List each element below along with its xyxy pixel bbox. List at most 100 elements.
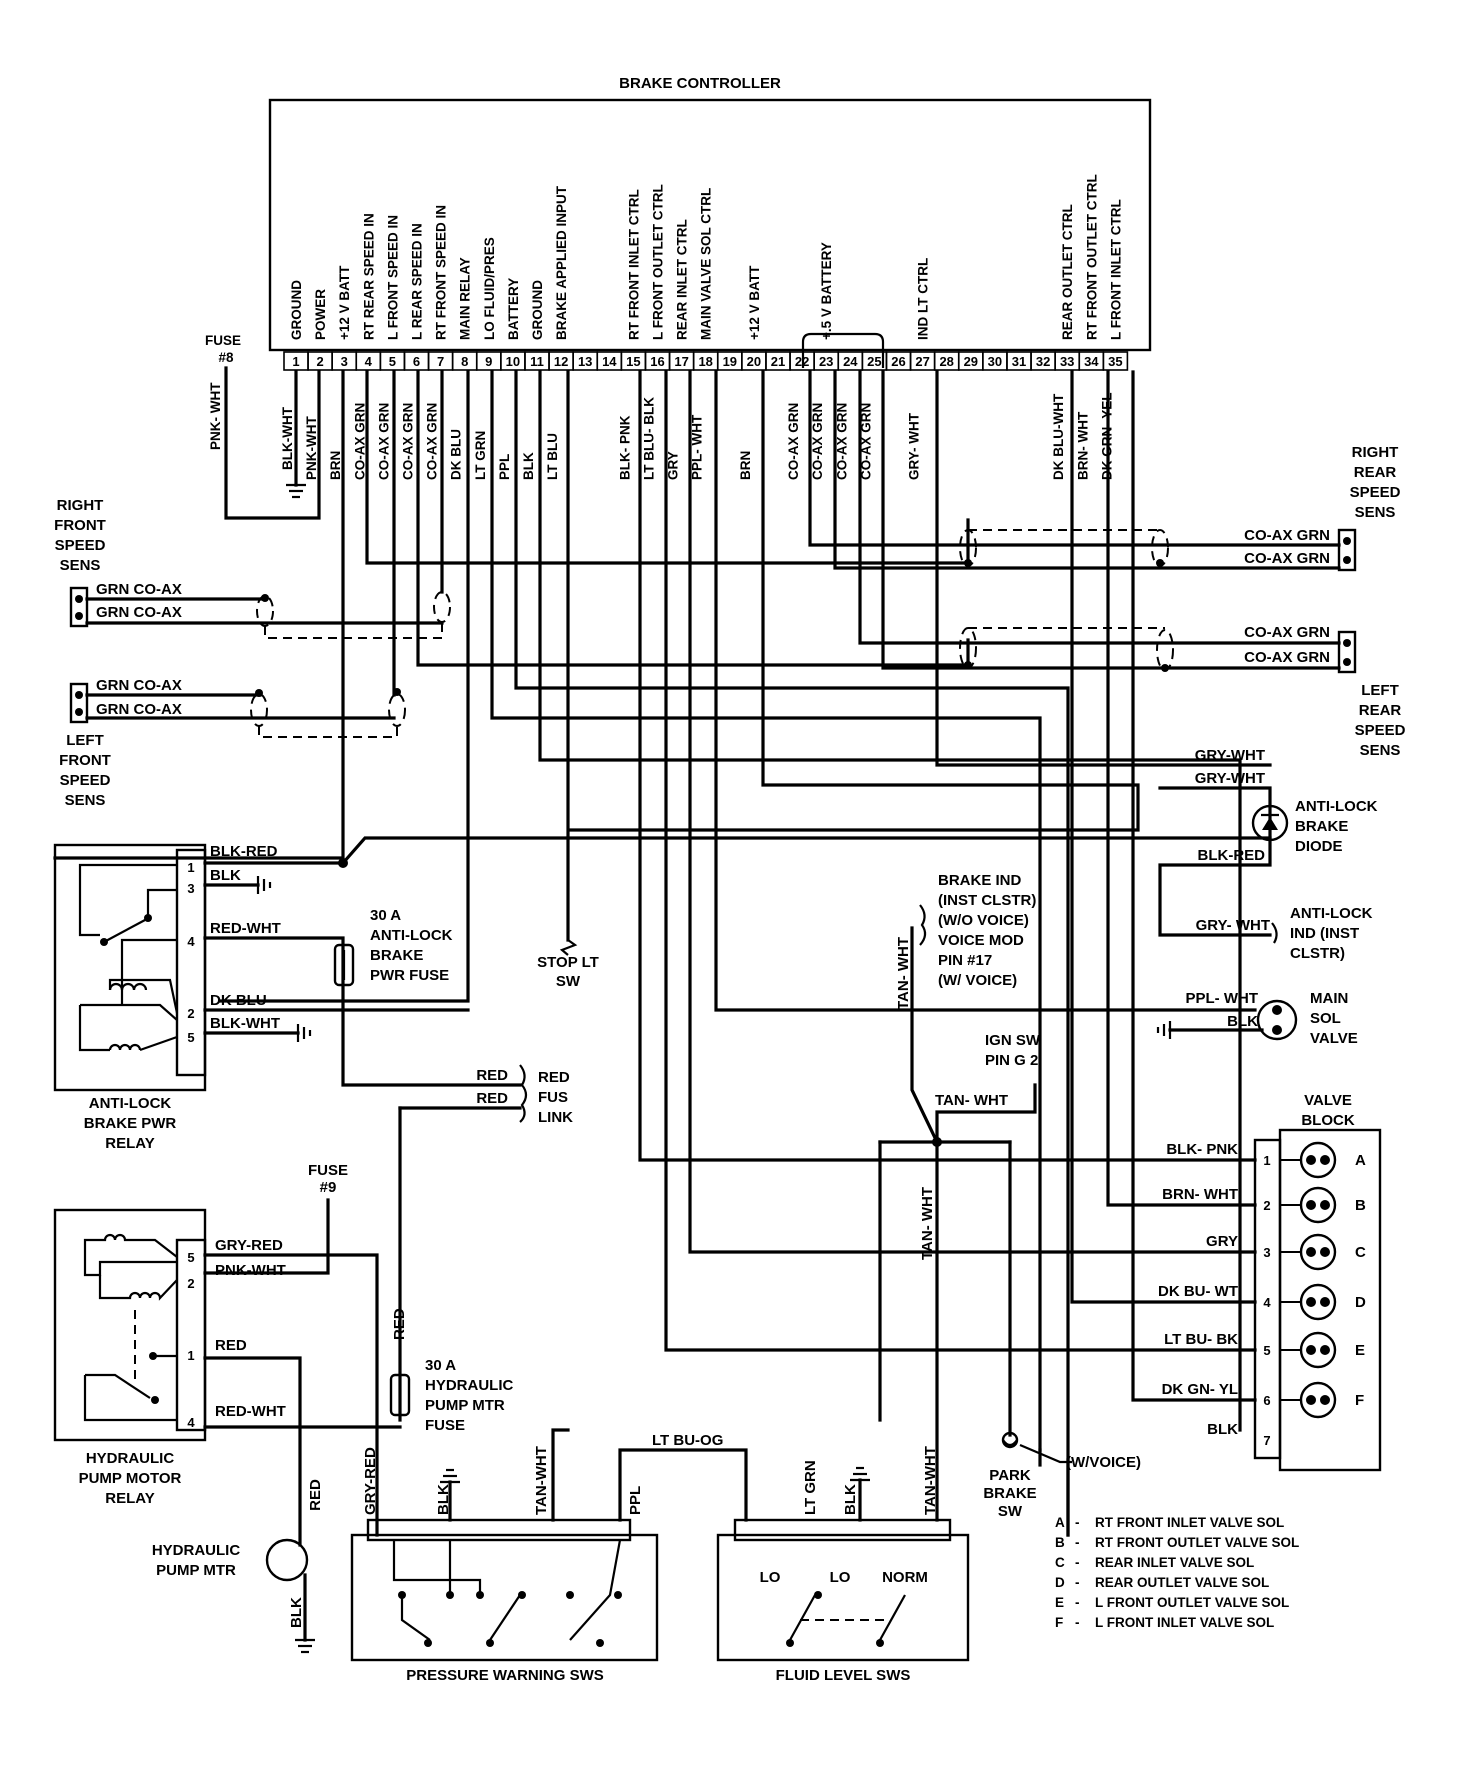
valve-block-connector [1253,1138,1282,1460]
pump-red-label: RED [307,1479,324,1511]
antilock-fuse-icon [333,943,355,987]
fuse9-label: FUSE [308,1162,348,1179]
wire-coax-pin24 [858,370,1341,645]
svg-text:CO-AX GRN: CO-AX GRN [1244,527,1330,544]
svg-text:DK BLU: DK BLU [210,992,267,1009]
svg-text:CO-AX GRN: CO-AX GRN [1244,624,1330,641]
svg-text:BRAKE PWR: BRAKE PWR [84,1115,177,1132]
svg-text:FRONT: FRONT [59,752,111,769]
pin-wire-color: CO-AX GRN [376,403,391,480]
pin-number: 7 [437,354,444,369]
valve-letter: E [1355,1342,1365,1359]
pin-wire-color: CO-AX GRN [810,403,825,480]
svg-text:GRY-WHT: GRY-WHT [1195,770,1265,787]
wire-coax-pin23 [833,370,1341,570]
pin-number: 1 [292,354,299,369]
legend-dash: - [1075,1555,1080,1570]
ground-icon [286,370,306,499]
legend-dash: - [1075,1595,1080,1610]
svg-text:LT GRN: LT GRN [802,1460,819,1515]
svg-text:(INST CLSTR): (INST CLSTR) [938,892,1036,909]
solenoid-dot [1306,1395,1316,1405]
svg-text:2: 2 [187,1006,194,1021]
svg-text:SENS: SENS [60,557,101,574]
pin-number: 3 [341,354,348,369]
ground-icon [256,876,272,894]
svg-text:GRY-RED: GRY-RED [215,1237,283,1254]
svg-text:SPEED: SPEED [1355,722,1406,739]
svg-text:RIGHT: RIGHT [1352,444,1399,461]
valve-wire-label: BLK- PNK [1166,1141,1238,1158]
valve-wire-label: DK BU- WT [1158,1283,1238,1300]
svg-text:BLK: BLK [842,1484,859,1515]
ground-icon [296,1024,312,1042]
red-fus-link: RED [476,1067,508,1084]
valve-wire-label: LT BU- BK [1164,1331,1238,1348]
fuse8-label: FUSE [205,333,241,348]
svg-text:PIN #17: PIN #17 [938,952,992,969]
left-rear-speed-sensor: CO-AX GRN CO-AX GRN LEFT REAR SPEED SENS [959,624,1406,759]
svg-text:TAN- WHT: TAN- WHT [935,1092,1008,1109]
wire-tan-wht-ind [910,926,940,1145]
pin-function-label: +.5 V BATTERY [819,242,834,340]
valve-letter: B [1355,1197,1366,1214]
pin-number: 8 [461,354,468,369]
ground-icon [850,1466,870,1482]
pin-number: 23 [819,354,833,369]
valve-pin: 5 [1263,1343,1270,1358]
pin-number: 27 [915,354,929,369]
wire-ltgrn-pin9 [490,370,1042,1452]
svg-text:RELAY: RELAY [105,1490,154,1507]
svg-text:LO: LO [760,1569,781,1586]
svg-text:BLK-WHT: BLK-WHT [210,1015,280,1032]
solenoid-dot [1320,1155,1330,1165]
ground-icon [440,1468,460,1484]
svg-text:PUMP MOTOR: PUMP MOTOR [79,1470,182,1487]
svg-text:SW: SW [556,973,581,990]
svg-text:PUMP MTR: PUMP MTR [156,1562,236,1579]
legend-key: B [1055,1535,1065,1550]
pin-number: 17 [674,354,688,369]
pin-cell [1102,351,1129,371]
pin-number: 26 [891,354,905,369]
controller-title: BRAKE CONTROLLER [619,75,781,92]
svg-text:IND (INST: IND (INST [1290,925,1359,942]
svg-text:CO-AX GRN: CO-AX GRN [1244,550,1330,567]
valve-wire-label: BLK [1207,1421,1238,1438]
pin-function-label: GROUND [530,280,545,340]
svg-text:PARK: PARK [989,1467,1031,1484]
svg-text:RED: RED [215,1337,247,1354]
pin-wire-color: CO-AX GRN [786,403,801,480]
legend-key: A [1055,1515,1065,1530]
wire-coax-pin6 [416,370,970,667]
main-sol-wire: PPL- WHT [1186,990,1259,1007]
svg-text:SOL: SOL [1310,1010,1341,1027]
pin-number: 35 [1108,354,1122,369]
diode-wire1: GRY-WHT [1195,747,1265,764]
svg-text:5: 5 [187,1250,194,1265]
pin-number: 24 [843,354,858,369]
pin-function-label: RT FRONT SPEED IN [434,205,449,340]
svg-text:1: 1 [187,860,194,875]
pin-function-label: REAR INLET CTRL [675,219,690,340]
legend-value: RT FRONT OUTLET VALVE SOL [1095,1535,1299,1550]
valve-pin: 1 [1263,1153,1270,1168]
svg-text:SENS: SENS [1355,504,1396,521]
fuse8-wire-line [224,366,321,520]
pump-fuse-icon [389,1373,411,1417]
right-rear-speed-sensor: RIGHT REAR SPEED SENS CO-AX GRN CO-AX GR… [959,444,1401,572]
legend-key: F [1055,1615,1063,1630]
pin-function-label: L REAR SPEED IN [410,223,425,340]
diode-icon [1251,804,1289,842]
svg-text:FUS: FUS [538,1089,568,1106]
wire-dkgnyel-pin35 [1131,370,1257,1402]
pin-number: 30 [988,354,1002,369]
legend-value: RT FRONT INLET VALVE SOL [1095,1515,1284,1530]
svg-text:5: 5 [187,1030,194,1045]
pin-number: 16 [650,354,664,369]
svg-text:4: 4 [187,1415,195,1430]
brake-ind-label: BRAKE IND (INST CLSTR) (W/O VOICE) VOICE… [919,872,1036,989]
pin-number: 12 [554,354,568,369]
svg-text:BRAKE: BRAKE [1295,818,1348,835]
svg-text:2: 2 [187,1276,194,1291]
